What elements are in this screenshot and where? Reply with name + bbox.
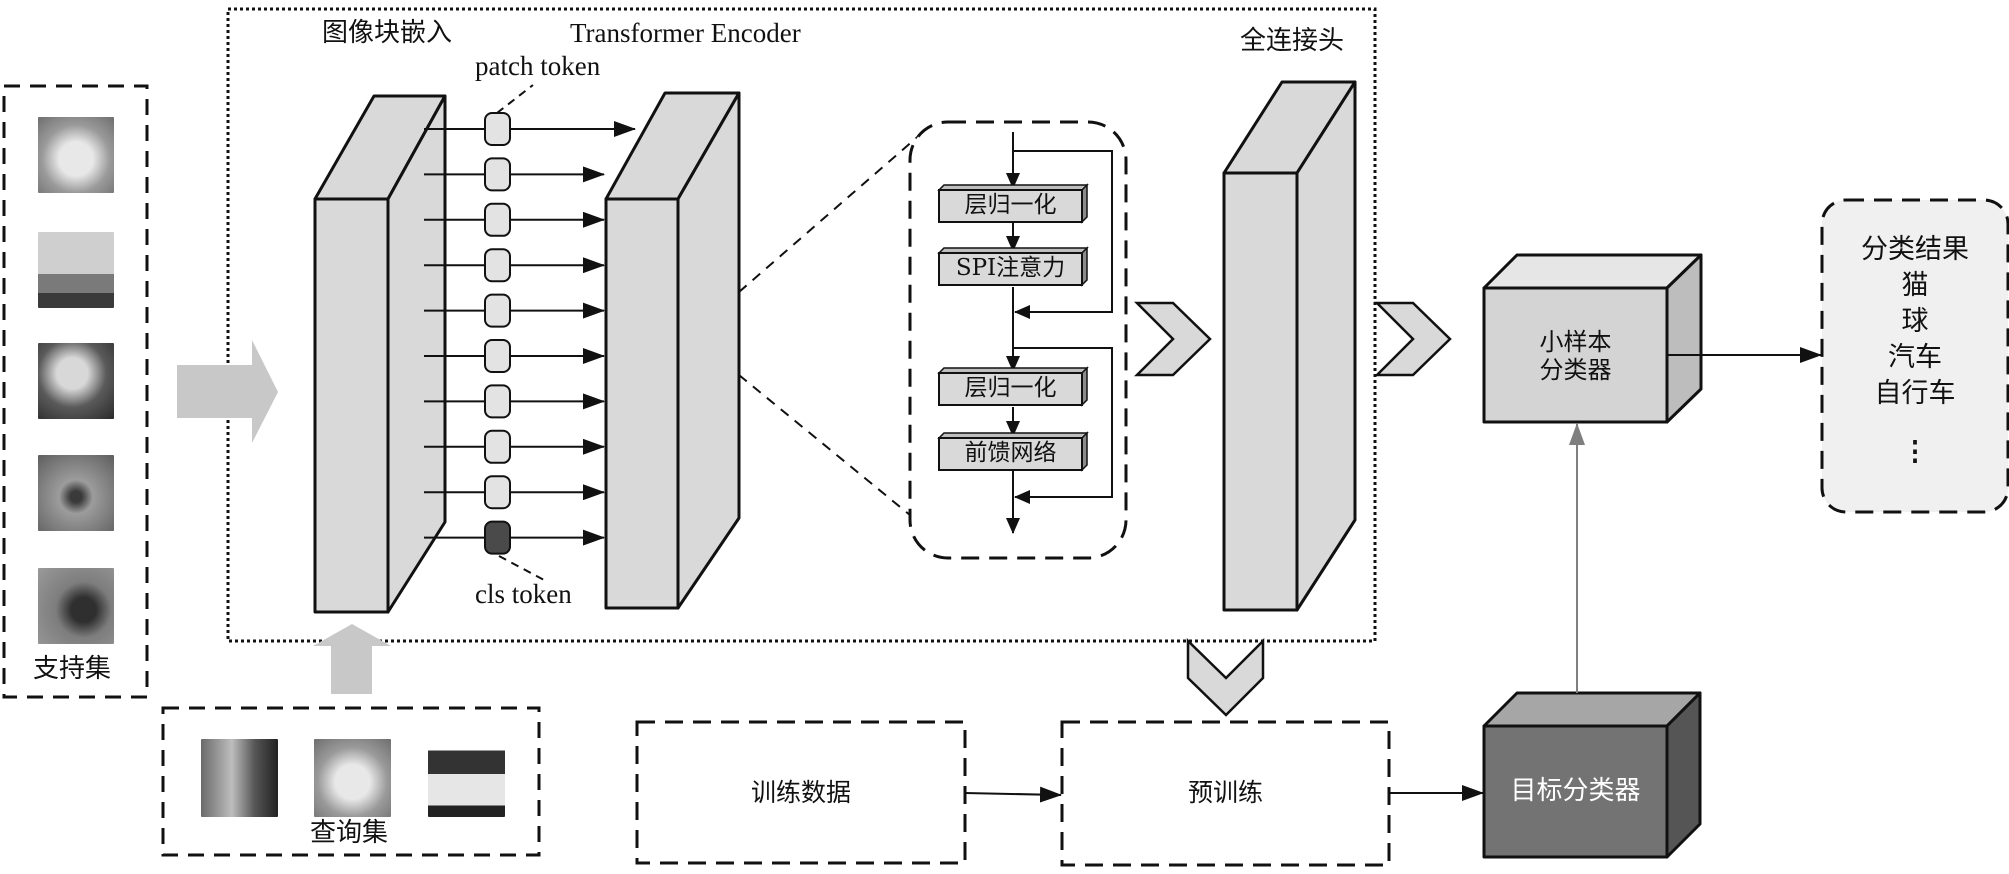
- patch-token: [484, 202, 511, 237]
- result-item: 汽车: [1888, 342, 1942, 373]
- support-set-box: [2, 84, 149, 699]
- patch-token: [484, 112, 511, 146]
- chevron-to-classifier: [1373, 301, 1452, 377]
- patch-embedding-label: 图像块嵌入: [322, 18, 453, 48]
- patch-token: [484, 384, 511, 419]
- query-image-house: [428, 739, 505, 817]
- support-image-lion: [38, 455, 114, 531]
- encoder-step-box: [938, 437, 1083, 471]
- encoder-detail-flow: [1006, 132, 1113, 534]
- result-item: 球: [1901, 306, 1929, 337]
- chevron-to-pretraining: [1186, 637, 1265, 717]
- encoder-step-boxes: [937, 183, 1089, 472]
- classification-results: 分类结果 猫 球 汽车 自行车 ⋮: [1822, 232, 2008, 470]
- zoom-connector-top: [738, 132, 923, 293]
- query-image-fox: [314, 739, 391, 817]
- support-image-cat: [38, 343, 114, 419]
- few-shot-classifier-line2: 分类器: [1539, 356, 1612, 384]
- token-rows: [424, 112, 636, 555]
- patch-token: [484, 475, 511, 510]
- training-data-label: 训练数据: [750, 778, 851, 807]
- query-to-embedding-arrow: [313, 624, 391, 694]
- results-more: ⋮: [1901, 436, 1929, 467]
- training-data-box: [635, 720, 967, 865]
- few-shot-classifier-line1: 小样本: [1539, 328, 1612, 356]
- training-to-pretraining-arrow: [964, 786, 1062, 803]
- encoder-step-box: [938, 372, 1083, 406]
- query-image-building: [201, 739, 278, 817]
- target-classifier-box: [1482, 691, 1702, 859]
- result-box: [1820, 198, 2009, 514]
- patch-token: [484, 339, 511, 373]
- encoder-step-label: 层归一化: [964, 375, 1057, 401]
- encoder-step-label: SPI注意力: [955, 255, 1066, 281]
- encoder-step-box: [938, 252, 1083, 286]
- patch-embedding-block: [313, 94, 447, 614]
- transformer-encoder-block: [604, 91, 741, 610]
- vit-container: [226, 7, 1377, 643]
- support-image-animal-in-grass: [38, 568, 114, 644]
- encoder-step-label: 层归一化: [964, 192, 1057, 218]
- support-set-label: 支持集: [33, 654, 112, 684]
- fc-head-block: [1222, 80, 1357, 612]
- encoder-step-box: [938, 189, 1083, 223]
- chevron-to-fc: [1133, 301, 1212, 377]
- patch-token-label: patch token: [475, 51, 601, 81]
- patch-token-leader: [496, 84, 534, 114]
- patch-token: [484, 248, 511, 283]
- fc-head-label: 全连接头: [1240, 26, 1345, 56]
- target-classifier-label: 目标分类器: [1510, 776, 1641, 806]
- cls-token-leader: [498, 555, 545, 581]
- support-image-bicycle: [38, 232, 114, 308]
- cls-token-label: cls token: [475, 579, 572, 609]
- patch-token: [484, 157, 511, 192]
- pretraining-label: 预训练: [1187, 778, 1263, 807]
- support-to-embedding-arrow: [177, 340, 278, 443]
- patch-token: [484, 293, 511, 328]
- results-title: 分类结果: [1861, 234, 1969, 265]
- zoom-connector-bottom: [738, 374, 917, 521]
- few-shot-classifier-box: [1482, 253, 1703, 424]
- encoder-step-label: 前馈网络: [964, 440, 1057, 466]
- query-set-label: 查询集: [310, 818, 389, 848]
- patch-token: [484, 429, 511, 464]
- support-image-fox: [38, 117, 114, 193]
- result-item: 自行车: [1874, 378, 1956, 409]
- cls-token: [484, 520, 511, 555]
- query-set-box: [161, 706, 541, 857]
- result-item: 猫: [1901, 270, 1929, 301]
- transformer-encoder-label: Transformer Encoder: [570, 18, 801, 48]
- few-shot-classifier-label: 小样本 分类器: [1484, 328, 1667, 384]
